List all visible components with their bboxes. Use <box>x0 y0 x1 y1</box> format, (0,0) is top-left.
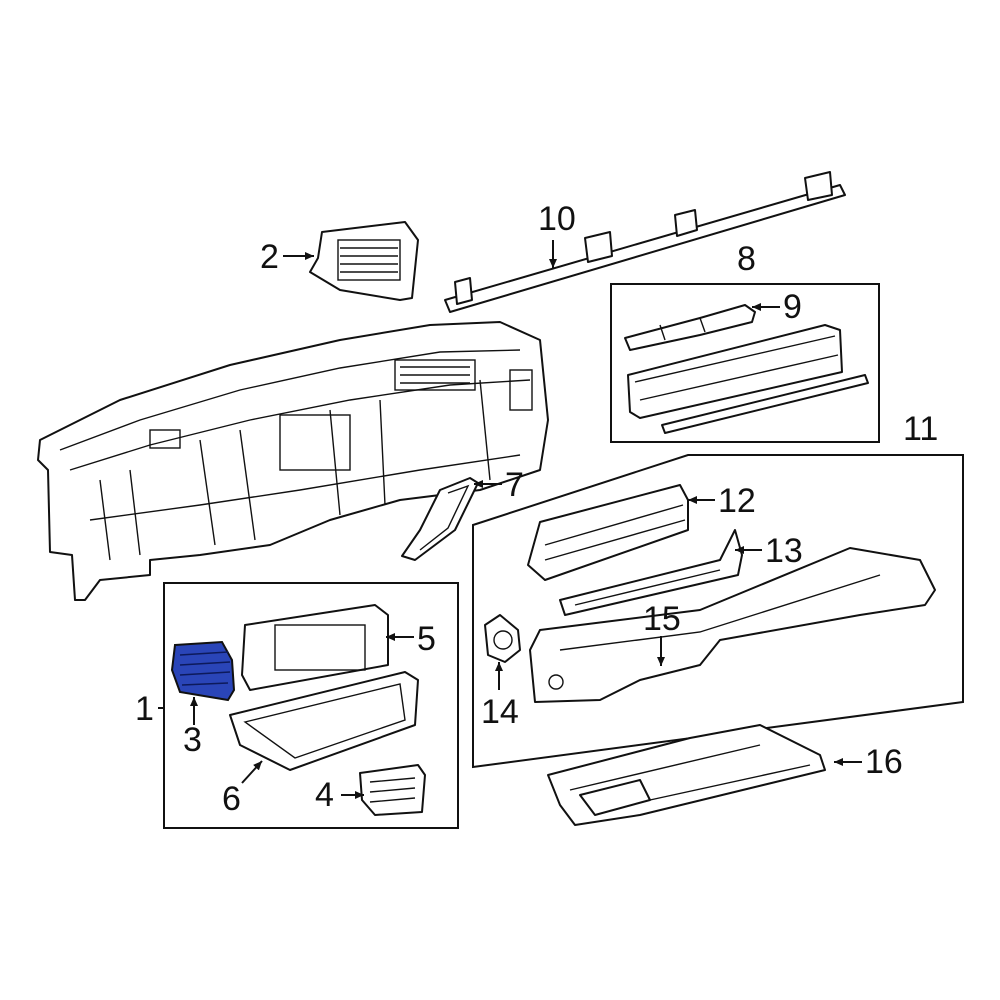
group-box-8 <box>610 283 880 443</box>
callout-4: 4 <box>315 776 334 814</box>
part-3-highlighted-vent <box>170 640 236 702</box>
callout-6: 6 <box>222 780 241 818</box>
callout-15: 15 <box>643 600 681 638</box>
leader-lines <box>158 240 920 799</box>
callout-11: 11 <box>903 410 938 448</box>
part-6-display-bezel <box>229 671 419 771</box>
callout-1: 1 <box>135 690 154 728</box>
callout-5: 5 <box>417 620 436 658</box>
part-16-glove-box <box>547 724 826 826</box>
part-13-center-trim <box>559 529 743 616</box>
part-5-display-bracket <box>241 604 389 691</box>
part-14-knob-bezel <box>484 614 521 663</box>
callout-2: 2 <box>260 238 279 276</box>
callout-14: 14 <box>481 693 519 731</box>
callout-7: 7 <box>505 466 524 504</box>
callout-13: 13 <box>765 532 803 570</box>
part-12-cluster-hood <box>527 484 689 581</box>
part-8-panel-rail <box>627 324 869 434</box>
group-box-1 <box>163 582 459 829</box>
callout-16: 16 <box>865 743 903 781</box>
part-15-lower-panel <box>529 547 936 703</box>
dashboard-frame <box>37 321 549 601</box>
part-7-trim-strip <box>401 477 479 561</box>
callout-9: 9 <box>783 288 802 326</box>
part-4-small-vent <box>359 764 426 816</box>
group-box-11 <box>472 454 964 769</box>
part-9-bracket <box>624 304 756 351</box>
callout-12: 12 <box>718 482 756 520</box>
part-10-reinforcement-bar <box>444 171 846 313</box>
callout-8: 8 <box>737 240 756 278</box>
callout-10: 10 <box>538 200 576 238</box>
part-2-side-air-vent <box>309 221 419 301</box>
callout-3: 3 <box>183 721 202 759</box>
